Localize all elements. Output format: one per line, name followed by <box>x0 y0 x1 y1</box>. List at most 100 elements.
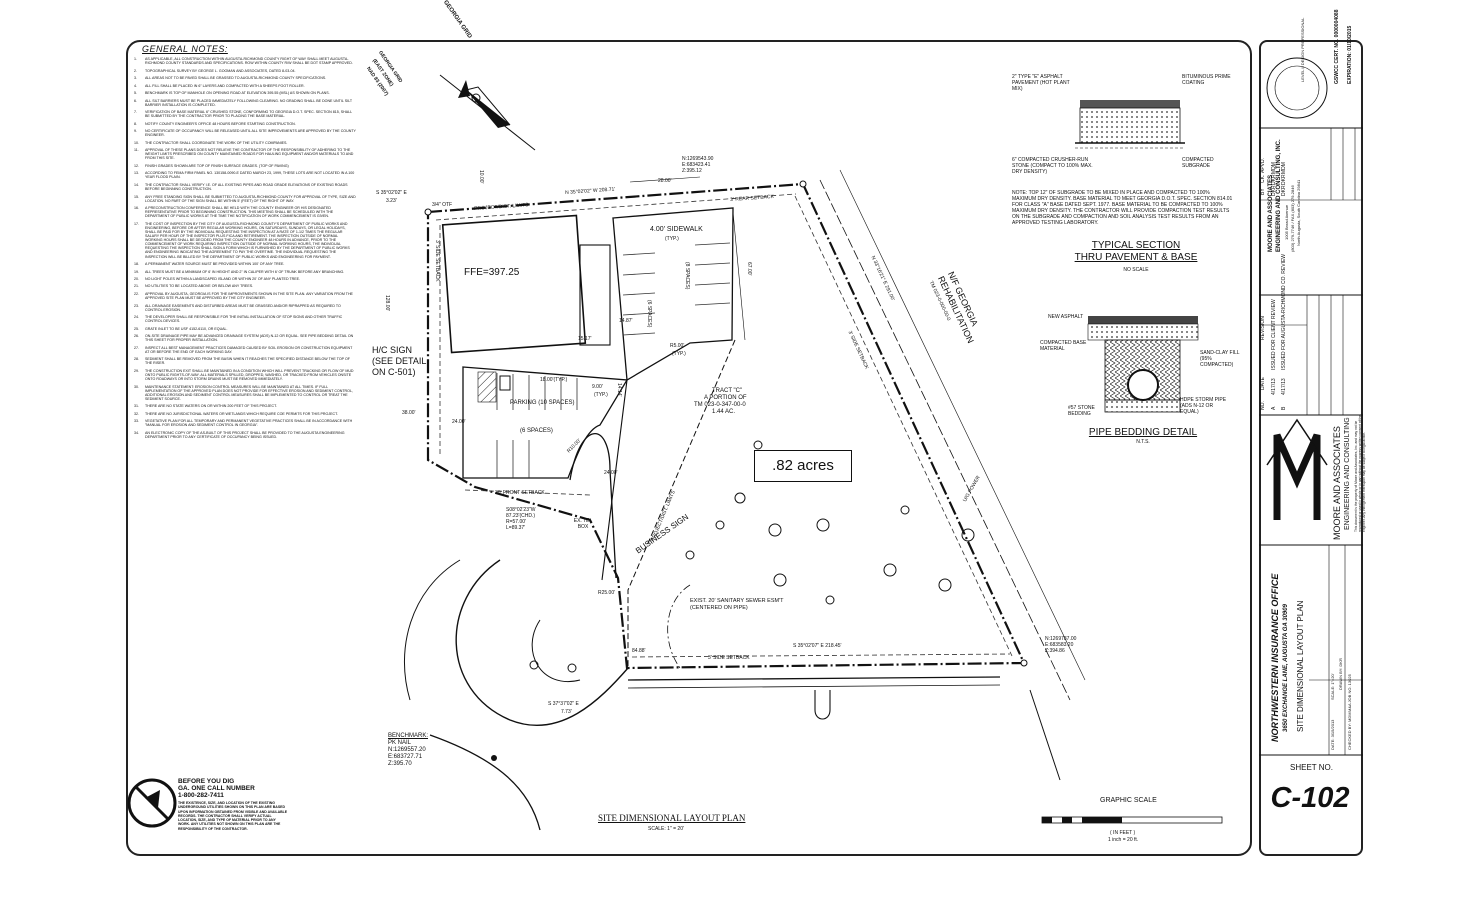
front-setback-line <box>464 489 591 496</box>
general-note-number: 23. <box>134 303 139 308</box>
point-br-e: E:683583.20 <box>1045 642 1074 648</box>
logo-firm-sub: ENGINEERING AND CONSULTING <box>1344 417 1351 530</box>
general-note-text: INSPECT ALL BEST MANAGEMENT PRACTICES DA… <box>145 345 353 354</box>
general-note-item: 8.NOTIFY COUNTY ENGINEER'S OFFICE 48 HOU… <box>134 122 356 126</box>
sidewalk-label: 4.00' SIDEWALK <box>650 226 703 233</box>
general-note-text: VEGETATIVE PLAN FOR ALL TEMPORARY AND PE… <box>145 419 353 428</box>
general-note-text: GRATE INLET TO BE USF 4152-6110, OR EQUA… <box>145 326 228 331</box>
rev-header-no: NO. <box>1260 401 1266 410</box>
drawing-frame <box>126 40 1252 856</box>
project-limits-diagonal <box>627 339 736 668</box>
bedding-title-block: PIPE BEDDING DETAIL N.T.S. <box>1068 427 1218 445</box>
general-note-number: 24. <box>134 315 139 320</box>
dig-line1: BEFORE YOU DIG <box>178 778 235 785</box>
driveway-edge <box>601 379 628 581</box>
dim-67: 67.00' <box>746 262 752 276</box>
dim-r5: R5.00' <box>670 343 685 349</box>
point-top-n: N:1269543.90 <box>682 156 714 162</box>
general-note-number: 1. <box>134 57 137 61</box>
general-note-item: 10.THE CONTRACTOR SHALL COORDINATE THE W… <box>134 141 356 145</box>
general-note-item: 22.APPROVAL BY AUGUSTA, GEORGIA IS FOR T… <box>134 292 356 300</box>
tract-label: TRACT "C" A PORTION OF TM 023-0-347-00-0… <box>694 388 747 416</box>
cert-exp: EXPIRATION: 01/10/2015 <box>1347 25 1353 84</box>
general-note-number: 10. <box>134 140 139 145</box>
general-note-text: APPROVAL BY AUGUSTA, GEORGIA IS FOR THE … <box>145 291 353 301</box>
general-note-number: 17. <box>134 221 139 226</box>
rev-header-revision: REVISION <box>1260 316 1266 340</box>
general-note-item: 6.ALL SILT BARRIERS MUST BE PLACED IMMED… <box>134 99 356 107</box>
pipe-bedding-detail <box>1087 316 1199 413</box>
rev-header-date: DATE <box>1260 377 1266 390</box>
building-annex <box>579 244 611 346</box>
rev-header-apvd: APVD. <box>1260 157 1266 173</box>
ffe-label: FFE=397.25 <box>464 267 520 278</box>
tb-scale: SCALE: 1"=20' <box>1330 673 1335 700</box>
spaces-6b-label: (6 SPACES) <box>520 428 553 434</box>
road-south-curb <box>627 676 1001 681</box>
graphic-scale-bar <box>1041 816 1223 824</box>
benchmark-z: Z:395.70 <box>388 761 412 767</box>
general-note-text: NOTIFY COUNTY ENGINEER'S OFFICE 48 HOURS… <box>145 121 296 126</box>
general-note-item: 29.THE CONSTRUCTION EXIT SHALL BE MAINTA… <box>134 369 356 381</box>
project-name: NORTHWESTERN INSURANCE OFFICE <box>1270 573 1280 742</box>
ex-tel-label: EX. TEL BOX <box>573 518 593 530</box>
median-island <box>814 690 831 720</box>
general-note-item: 11.APPROVAL OF THESE PLANS DOES NOT RELI… <box>134 148 356 160</box>
benchmark-pk: PK NAIL <box>388 740 412 746</box>
general-note-item: 30.MAINTENANCE STATEMENT: EROSION CONTRO… <box>134 385 356 401</box>
bedding-scale: N.T.S. <box>1136 439 1150 445</box>
general-note-number: 4. <box>134 83 137 88</box>
dim-1487: 14.87' <box>619 318 633 324</box>
acres-box: .82 acres <box>754 450 852 482</box>
rev-a-no: A <box>1271 406 1277 410</box>
benchmark-n: N:1269557.20 <box>388 747 426 753</box>
general-note-text: ALL DRAINAGE EASEMENTS AND DISTURBED ARE… <box>145 303 341 312</box>
general-note-number: 18. <box>134 262 139 267</box>
bedding-stone-label: #57 STONE BEDDING <box>1068 405 1095 417</box>
point-top-coords: N:1269543.90 E:683423.41 Z:395.12 <box>682 156 713 174</box>
plan-title: SITE DIMENSIONAL LAYOUT PLAN <box>598 813 746 823</box>
road-east-edge-2 <box>1029 689 1061 781</box>
general-note-text: ON-SITE DRAINAGE PIPE MAY BE ADVANCED DR… <box>145 334 354 343</box>
cert-no: GSWCC CERT. NO. 0000004088 <box>1334 9 1340 84</box>
road-east-edge <box>839 169 1086 681</box>
sheet-no-label: SHEET NO. <box>1290 763 1333 772</box>
point-br-coords: N:1269787.00 E:683583.20 Z:394.86 <box>1045 636 1076 654</box>
general-note-number: 5. <box>134 91 137 96</box>
hc-space-hatch <box>477 371 497 403</box>
tb-drawn: DRAWN BY: DKR <box>1338 658 1343 690</box>
rev-b-desc: ISSUED FOR AUGUSTA-RICHMOND CO. REVIEW <box>1281 253 1287 370</box>
bearing-sw: S 37°37'02" E <box>548 701 579 707</box>
dim-1414: 14.14' <box>616 383 622 397</box>
general-note-number: 3. <box>134 76 137 81</box>
point-top-e: E:683423.41 <box>682 162 711 168</box>
point-br-n: N:1269787.00 <box>1045 636 1077 642</box>
general-note-number: 9. <box>134 129 137 134</box>
general-note-text: THE CONSTRUCTION EXIT SHALL BE MAINTAINE… <box>145 368 354 382</box>
sidewalk-typ-label: (TYP.) <box>665 236 679 242</box>
hc-sign-line2: (SEE DETAIL <box>372 356 427 366</box>
parking-label: PARKING (10 SPACES) <box>510 400 575 406</box>
dim-24b: 24.00' <box>604 470 618 476</box>
general-note-text: NO LIGHT POLES WITHIN A LANDSCAPED ISLAN… <box>145 276 301 281</box>
general-note-item: 27.INSPECT ALL BEST MANAGEMENT PRACTICES… <box>134 346 356 354</box>
dim-38: 38.00' <box>402 410 416 416</box>
rev-a-apvd: MDM <box>1271 162 1277 174</box>
general-note-text: AN ELECTRONIC COPY OF THE AS-BUILT OF TH… <box>145 430 345 439</box>
general-note-text: ALL FILL SHALL BE PLACED IN 6" LAYERS AN… <box>145 83 305 88</box>
section-subgrade-label: COMPACTED SUBGRADE <box>1182 157 1214 169</box>
general-note-number: 25. <box>134 326 139 331</box>
general-note-item: 33.VEGETATIVE PLAN FOR ALL TEMPORARY AND… <box>134 419 356 427</box>
section-crusher-label: 6" COMPACTED CRUSHER-RUN STONE (COMPACT … <box>1012 157 1093 175</box>
bedding-sand-label: SAND-CLAY FILL (95% COMPACTED) <box>1200 350 1240 368</box>
power-line <box>819 179 1071 701</box>
tree-symbols <box>685 440 975 605</box>
general-note-item: 18.A PERMANENT WATER SOURCE MUST BE PROV… <box>134 262 356 266</box>
general-note-item: 31.THERE ARE NO STATE WATERS ON OR WITHI… <box>134 404 356 408</box>
driveway <box>569 433 617 579</box>
bedding-asphalt-label: NEW ASPHALT <box>1048 314 1084 320</box>
right-setback-line <box>794 195 1013 657</box>
general-note-number: 2. <box>134 68 137 73</box>
tb-date: DATE: 3/15/2013 <box>1330 719 1335 750</box>
general-note-number: 11. <box>134 148 139 153</box>
